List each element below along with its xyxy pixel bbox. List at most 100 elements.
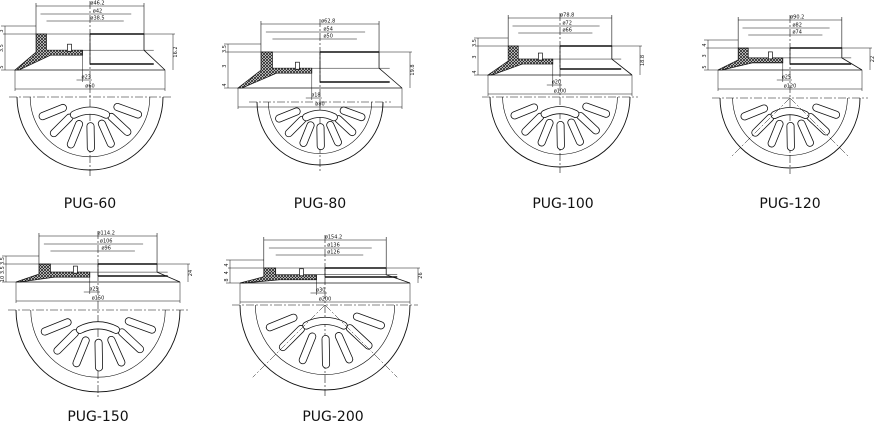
cup-outline-arc xyxy=(719,97,861,169)
slot-fill xyxy=(583,103,610,117)
dim-mid-text: ø72 xyxy=(562,21,571,27)
suction-slots xyxy=(740,103,841,151)
dim-step-text: 3 xyxy=(222,65,228,68)
dim-step-text: 3.5 xyxy=(0,266,6,274)
dim-outer-top-text: ø62.8 xyxy=(321,19,335,25)
dim-outer-base-text: ø200 xyxy=(319,297,332,303)
dim-outer-top-text: ø78.8 xyxy=(560,13,574,19)
slot-fill xyxy=(813,104,840,118)
slot-fill xyxy=(125,318,156,333)
diagonal-centerline xyxy=(789,97,850,158)
cup-outline-arc xyxy=(16,96,164,171)
slot-fill xyxy=(346,324,372,349)
inner-ring-arc xyxy=(268,101,372,154)
drawing-label-pug-80: PUG-80 xyxy=(293,196,347,212)
slot-fill xyxy=(299,333,316,364)
dim-lip-text: 4 xyxy=(702,43,708,46)
dim-step-text: 3.5 xyxy=(0,44,5,52)
slot-fill xyxy=(768,120,783,147)
fitting-pin xyxy=(538,52,543,61)
dim-step-text: 3 xyxy=(702,54,708,57)
dim-inner-text: ø126 xyxy=(327,250,340,256)
rubber-section-hatch xyxy=(236,51,313,89)
dim-lip-text: 3.5 xyxy=(472,39,478,47)
dim-outer-base-text: ø100 xyxy=(554,89,567,95)
inner-ring-arc xyxy=(30,309,166,378)
dim-outer-top-text: ø90.2 xyxy=(790,15,804,21)
skirt-edge xyxy=(386,274,411,284)
drawing-label-pug-60: PUG-60 xyxy=(63,196,117,212)
dim-mid-text: ø82 xyxy=(792,23,801,29)
dim-height-text: 22 xyxy=(870,56,876,62)
slot-fill xyxy=(41,319,71,335)
slot-fill xyxy=(39,104,67,120)
slot-fill xyxy=(108,336,125,366)
center-slot-fill xyxy=(541,106,579,118)
dim-inner-text: ø66 xyxy=(562,28,571,34)
dim-step-text: 3 xyxy=(472,55,478,58)
dim-port-text: ø25 xyxy=(782,75,791,81)
dim-mid-text: ø136 xyxy=(327,243,340,249)
dim-skirt-text: 4 xyxy=(472,70,478,73)
skirt-edge xyxy=(378,67,403,89)
dim-lip-text: 4 xyxy=(224,263,230,266)
dim-skirt-text: 5 xyxy=(702,65,708,68)
slot-fill xyxy=(807,113,830,135)
rubber-section-hatch xyxy=(717,47,784,71)
center-slot-fill xyxy=(76,322,120,334)
slot-fill xyxy=(300,122,314,147)
dim-skirt-text: 4 xyxy=(222,83,228,86)
slot-fill xyxy=(335,115,356,136)
slot-fill xyxy=(67,120,83,148)
slot-fill xyxy=(266,314,297,331)
fitting-pin xyxy=(768,51,773,60)
fitting-pin xyxy=(73,265,78,274)
suction-slots xyxy=(40,317,156,372)
slot-fill xyxy=(511,104,538,119)
dim-inner-text: ø38.5 xyxy=(90,16,104,22)
dim-outer-top-text: ø46.2 xyxy=(90,1,104,7)
dim-port-text: ø20 xyxy=(552,80,561,86)
dim-height-text: 18.8 xyxy=(640,55,646,66)
dim-lip-text: 3.5 xyxy=(0,257,6,265)
dim-mid-text: ø42 xyxy=(93,9,102,15)
dim-lip-text: 3 xyxy=(0,29,5,32)
dim-height-text: 16.2 xyxy=(173,46,179,57)
drawing-label-pug-100: PUG-100 xyxy=(532,196,594,212)
dim-inner-text: ø74 xyxy=(792,30,801,36)
rubber-section-hatch xyxy=(15,263,91,283)
slot-fill xyxy=(98,120,114,147)
slot-fill xyxy=(340,107,365,121)
inner-ring-arc xyxy=(255,304,395,375)
dim-height-text: 26 xyxy=(418,272,424,278)
dim-inner-text: ø96 xyxy=(101,246,110,252)
center-slot-fill xyxy=(302,110,338,121)
skirt-edge xyxy=(841,57,863,71)
slot-fill xyxy=(285,116,306,137)
dim-outer-top-text: ø154.2 xyxy=(325,235,342,241)
slot-fill xyxy=(568,119,584,145)
dim-port-text: ø18 xyxy=(311,93,320,99)
inner-ring-arc xyxy=(502,96,618,155)
rubber-section-hatch xyxy=(486,45,554,76)
slot-fill xyxy=(73,337,89,367)
rubber-section-hatch xyxy=(14,33,83,71)
dim-height-text: 19.8 xyxy=(410,64,416,75)
slot-fill xyxy=(335,332,353,363)
slot-fill xyxy=(50,114,73,137)
dim-height-text: 24 xyxy=(188,270,194,276)
diagonal-centerline xyxy=(252,304,326,378)
cup-outline-arc xyxy=(15,309,181,393)
dim-skirt-text: 5 xyxy=(0,65,5,68)
dim-port-text: ø23 xyxy=(82,75,91,81)
inner-ring-arc xyxy=(732,97,848,156)
dim-port-text: ø25 xyxy=(89,287,98,293)
drawing-label-pug-120: PUG-120 xyxy=(759,196,821,212)
dim-outer-top-text: ø114.2 xyxy=(98,231,115,237)
